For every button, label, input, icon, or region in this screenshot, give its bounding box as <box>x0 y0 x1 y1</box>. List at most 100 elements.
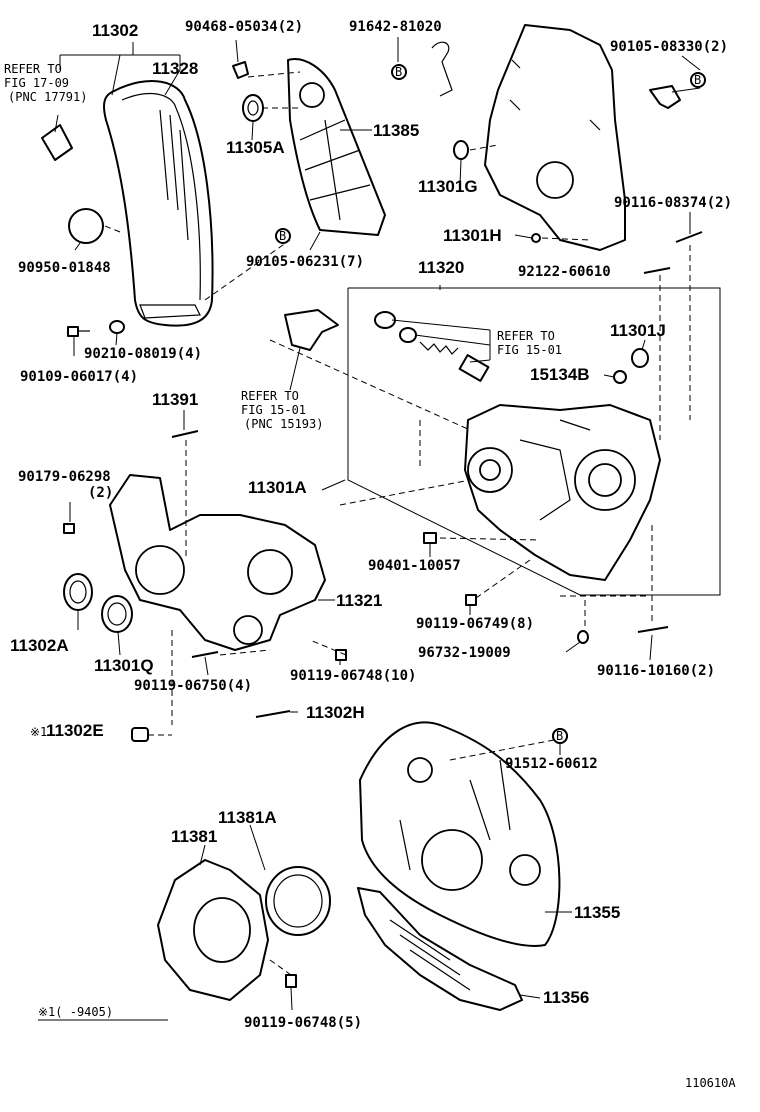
label-11301Q: 11301Q <box>94 656 154 675</box>
label-90468: 90468-05034(2) <box>185 19 303 35</box>
label-90401: 90401-10057 <box>368 558 461 574</box>
ring-15134B <box>613 370 627 384</box>
engine-block-outline <box>484 24 626 251</box>
seal-11301J <box>631 348 649 368</box>
label-11302E: 11302E <box>46 721 104 740</box>
label-90105-08330: 90105-08330(2) <box>610 39 728 55</box>
label-11302H: 11302H <box>306 703 365 722</box>
label-11301A: 11301A <box>248 478 307 497</box>
bolt-90119-06748-a <box>335 649 347 661</box>
oil-seal-retainer-11381 <box>157 859 269 1001</box>
ring-11301H <box>531 233 541 243</box>
label-11385: 11385 <box>373 121 419 140</box>
label-11356: 11356 <box>543 988 589 1007</box>
clip-90468 <box>232 61 249 79</box>
timing-belt-cover-11328 <box>103 79 214 327</box>
stud-92122 <box>643 267 671 274</box>
label-90109: 90109-06017(4) <box>20 369 138 385</box>
hook-91642 <box>431 41 453 97</box>
refer-fig15b-line1: REFER TO <box>241 389 299 403</box>
refer-fig17-line1: REFER TO <box>4 62 62 76</box>
plug-11302E <box>131 727 149 742</box>
svg-text:B: B <box>556 729 563 743</box>
circle-b-marker: B <box>690 72 706 88</box>
refer-fig15b-line3: (PNC 15193) <box>244 417 323 431</box>
assembly-box-11320 <box>347 287 721 596</box>
relief-valve-parts <box>374 311 490 382</box>
label-11355: 11355 <box>574 903 620 922</box>
refer-fig17-line3: (PNC 17791) <box>8 90 87 104</box>
label-91642: 91642-81020 <box>349 19 442 35</box>
circle-b-marker: B <box>552 728 568 744</box>
label-91512: 91512-60612 <box>505 756 598 772</box>
pin-11391 <box>171 430 199 438</box>
leader-lines <box>54 37 701 1011</box>
plug-90950 <box>68 208 104 244</box>
svg-text:B: B <box>694 73 701 87</box>
stud-90116-10160 <box>637 626 669 633</box>
label-11302A: 11302A <box>10 636 69 655</box>
label-90950: 90950-01848 <box>18 260 111 276</box>
label-90119-06750: 90119-06750(4) <box>134 678 252 694</box>
seal-plate <box>41 124 73 161</box>
bolt-90109 <box>67 326 90 337</box>
circle-b-markers: B B B B <box>275 64 706 744</box>
seal-11301Q <box>101 595 133 633</box>
bolt-90119-06750 <box>191 651 219 658</box>
belt-cover-plate-11385 <box>287 58 386 236</box>
cover-plate-11321 <box>109 474 326 651</box>
seal-11302A <box>63 573 93 611</box>
bracket-90105 <box>649 85 681 109</box>
ring-96732 <box>577 630 589 644</box>
dashed-alignment-lines <box>104 71 691 976</box>
label-90119-06748-10: 90119-06748(10) <box>290 668 416 684</box>
gasket-11356 <box>357 887 523 1011</box>
seal-11301G <box>453 140 469 160</box>
bolt-90119-06748-b <box>285 974 297 988</box>
circle-b-marker: B <box>391 64 407 80</box>
label-11301H: 11301H <box>443 226 502 245</box>
label-11381: 11381 <box>171 827 217 846</box>
label-96732: 96732-19009 <box>418 645 511 661</box>
refer-fig15b-line2: FIG 15-01 <box>241 403 306 417</box>
refer-fig15a-line1: REFER TO <box>497 329 555 343</box>
end-plate-11355 <box>359 721 561 947</box>
bolt-90401 <box>423 532 437 544</box>
label-11391: 11391 <box>152 390 198 409</box>
label-90105-06231: 90105-06231(7) <box>246 254 364 270</box>
nut-90179 <box>63 523 75 534</box>
washer-90210 <box>109 320 125 334</box>
label-11305A: 11305A <box>226 138 285 157</box>
seal-11305A <box>242 94 264 122</box>
oil-seal-11381A <box>265 866 331 936</box>
stud-11302H <box>255 710 291 718</box>
label-90210: 90210-08019(4) <box>84 346 202 362</box>
footnote: ※1( -9405) <box>38 1005 113 1019</box>
refer-fig15a-line2: FIG 15-01 <box>497 343 562 357</box>
timing-cover-11320 <box>464 404 661 581</box>
circle-b-marker: B <box>275 228 291 244</box>
label-11381A: 11381A <box>218 808 277 827</box>
label-11320: 11320 <box>418 258 464 277</box>
gasket-refer-fig15 <box>284 309 339 351</box>
label-11301G: 11301G <box>418 177 478 196</box>
label-90119-06748-5: 90119-06748(5) <box>244 1015 362 1031</box>
stud-90116 <box>675 231 703 243</box>
svg-text:B: B <box>279 229 286 243</box>
refer-fig17-line2: FIG 17-09 <box>4 76 69 90</box>
label-11302E-prefix: ※1 <box>30 725 47 739</box>
label-15134B: 15134B <box>530 365 590 384</box>
label-90179-line2: (2) <box>88 485 113 501</box>
part-number-labels: 11302 11328 90468-05034(2) 91642-81020 9… <box>4 19 736 1090</box>
label-11301J: 11301J <box>610 321 666 340</box>
figure-id: 110610A <box>685 1076 736 1090</box>
label-92122: 92122-60610 <box>518 264 611 280</box>
bolt-90119-06749 <box>465 594 477 606</box>
svg-text:B: B <box>395 65 402 79</box>
label-90179-line1: 90179-06298 <box>18 469 111 485</box>
label-11328: 11328 <box>152 59 198 78</box>
label-90116-10160: 90116-10160(2) <box>597 663 715 679</box>
label-11321: 11321 <box>336 591 382 610</box>
